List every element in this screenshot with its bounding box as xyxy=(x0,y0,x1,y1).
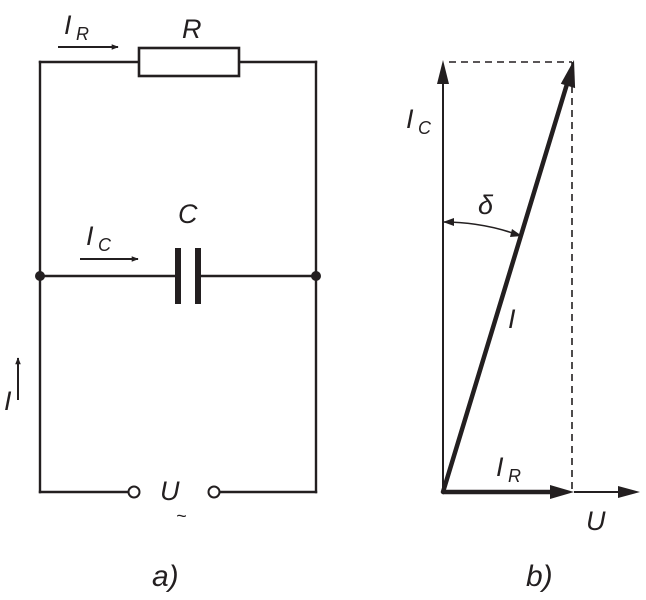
total-current-phasor xyxy=(440,81,570,495)
resistor-symbol xyxy=(137,46,241,78)
ic-phasor-label: I xyxy=(406,104,414,134)
ic-phasor-subscript: C xyxy=(418,118,432,138)
resistor-current-label: I xyxy=(64,10,72,40)
delta-arc-arrowhead-left xyxy=(443,218,454,226)
resistor-current-subscript: R xyxy=(76,24,89,44)
ir-phasor-label: I xyxy=(496,452,504,482)
voltage-reference-label: U xyxy=(586,506,606,536)
left-junction-node xyxy=(35,271,45,281)
right-terminal xyxy=(207,485,221,499)
left-terminal xyxy=(127,485,141,499)
delta-arc-arrowhead-right xyxy=(510,229,522,237)
ir-phasor-arrowhead xyxy=(550,485,574,499)
ic-phasor-arrowhead xyxy=(437,60,449,84)
total-current-label: I xyxy=(4,386,12,416)
right-junction-node xyxy=(311,271,321,281)
voltage-ac-symbol: ~ xyxy=(176,506,187,526)
circuit-caption: a) xyxy=(152,560,179,593)
capacitor-current-label: I xyxy=(86,221,94,251)
delta-angle-arc xyxy=(442,221,522,237)
resistor-label: R xyxy=(182,14,202,44)
total-current-phasor-label: I xyxy=(508,304,516,334)
capacitor-current-subscript: C xyxy=(98,235,112,255)
circuit-panel: R C U ~ I R I C I a) xyxy=(4,10,321,593)
phasor-caption: b) xyxy=(526,560,553,593)
total-current-arrowhead xyxy=(560,60,576,89)
voltage-label: U xyxy=(160,476,180,506)
ir-phasor-subscript: R xyxy=(508,466,521,486)
capacitor-symbol xyxy=(175,248,201,304)
voltage-reference-arrowhead xyxy=(618,486,640,498)
capacitor-label: C xyxy=(178,199,198,229)
phasor-panel: I C I δ I R U b) xyxy=(406,60,640,593)
delta-angle-label: δ xyxy=(478,190,494,220)
